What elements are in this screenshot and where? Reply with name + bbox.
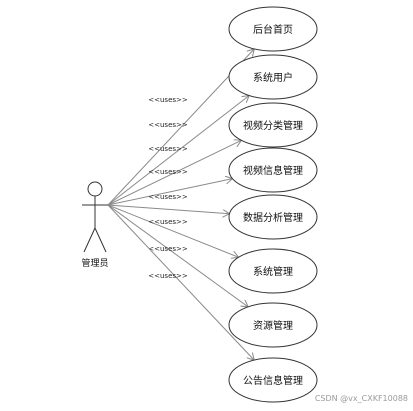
- use-case-label: 后台首页: [253, 23, 293, 36]
- use-case-ellipse: [228, 302, 318, 348]
- association-line: [107, 140, 241, 206]
- use-case: 数据分析管理: [228, 194, 318, 240]
- actor-left-leg: [83, 227, 96, 253]
- use-case-label: 资源管理: [253, 319, 293, 332]
- use-case-label: 系统用户: [253, 71, 293, 84]
- use-case-ellipse: [228, 147, 318, 193]
- uses-stereotype-label: <<uses>>: [148, 96, 188, 104]
- use-case-ellipse: [228, 6, 318, 52]
- actor-right-leg: [94, 227, 107, 253]
- use-case-label: 公告信息管理: [243, 374, 303, 387]
- actor-label: 管理员: [81, 257, 108, 269]
- association-line: [107, 179, 233, 206]
- use-case: 公告信息管理: [228, 357, 318, 403]
- uses-stereotype-label: <<uses>>: [148, 145, 188, 153]
- uses-stereotype-label: <<uses>>: [148, 245, 188, 253]
- uses-stereotype-label: <<uses>>: [148, 168, 188, 176]
- association-line: [107, 204, 230, 214]
- use-case-ellipse: [228, 194, 318, 240]
- use-case-ellipse: [228, 248, 318, 294]
- use-case: 视频分类管理: [228, 102, 318, 148]
- use-case-ellipse: [228, 102, 318, 148]
- use-case: 视频信息管理: [228, 147, 318, 193]
- actor-figure: 管理员: [81, 181, 109, 269]
- use-case-label: 系统管理: [253, 265, 293, 278]
- actor-head: [87, 181, 103, 197]
- uses-stereotype-label: <<uses>>: [148, 193, 188, 201]
- watermark-text: CSDN @vx_CXKF10088: [315, 394, 408, 403]
- use-case-label: 视频分类管理: [243, 119, 303, 132]
- association-line: [107, 96, 249, 206]
- use-case-label: 数据分析管理: [243, 211, 303, 224]
- use-case: 系统用户: [228, 54, 318, 100]
- association-line: [107, 204, 254, 360]
- use-case: 后台首页: [228, 6, 318, 52]
- uses-stereotype-label: <<uses>>: [148, 121, 188, 129]
- use-case: 系统管理: [228, 248, 318, 294]
- use-case: 资源管理: [228, 302, 318, 348]
- uses-stereotype-label: <<uses>>: [148, 218, 188, 226]
- association-lines: <<uses>> <<uses>> <<uses>> <<uses>> <<uses>>…: [107, 49, 254, 360]
- use-case-label: 视频信息管理: [243, 164, 303, 177]
- use-case-ellipse: [228, 54, 318, 100]
- association-line: [107, 204, 248, 307]
- uses-stereotype-label: <<uses>>: [148, 272, 188, 280]
- association-line: [107, 204, 239, 257]
- use-case-ellipse: [228, 357, 318, 403]
